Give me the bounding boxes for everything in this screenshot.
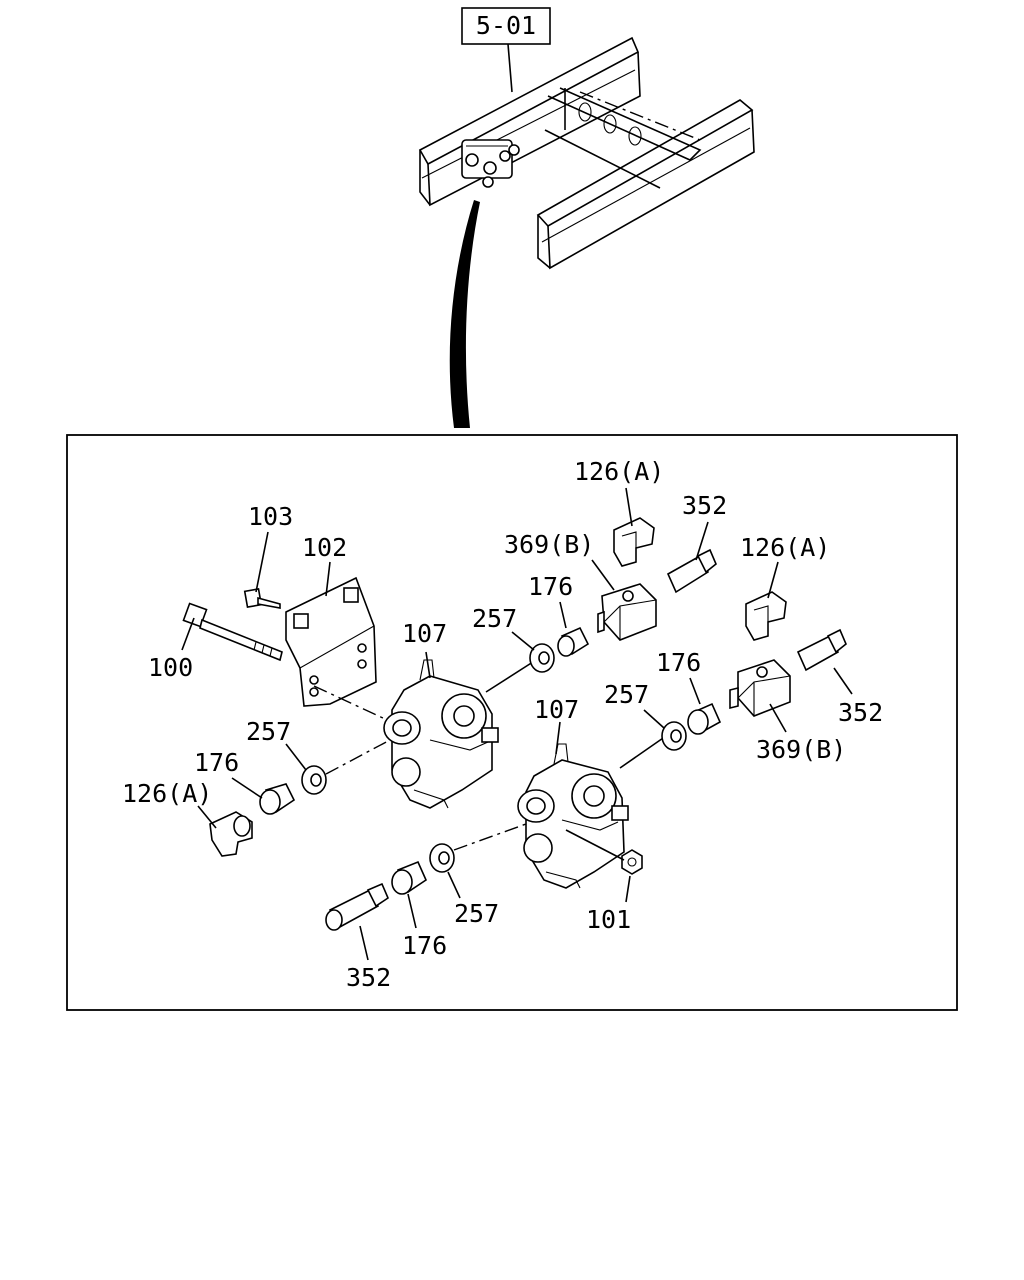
tee-block-369b-top	[597, 583, 657, 641]
washer-257-bottom	[429, 843, 455, 873]
callout-352-bottom: 352	[346, 963, 391, 992]
callout-352-top: 352	[682, 491, 727, 520]
connector-352-right	[796, 628, 847, 672]
fitting-176-bottom	[391, 860, 428, 895]
detail-frame	[66, 434, 958, 1011]
callout-102: 102	[302, 533, 347, 562]
elbow-126a-left	[209, 811, 253, 857]
elbow-126a-right	[745, 591, 787, 641]
callout-126a-left: 126(A)	[122, 779, 212, 808]
elbow-126a-top	[613, 517, 655, 567]
callout-107-upper: 107	[402, 619, 447, 648]
callout-126a-right: 126(A)	[740, 533, 830, 562]
zoom-connector	[449, 200, 480, 428]
fitting-176-left	[259, 783, 296, 815]
callout-107-lower: 107	[534, 695, 579, 724]
callout-257-top: 257	[472, 604, 517, 633]
callout-labels: 103 102 100 107 107 126(A) 352 126(A) 36…	[122, 457, 883, 992]
washer-257-right	[661, 721, 687, 751]
connector-352-bottom	[325, 882, 389, 931]
reference-tag-label: 5-01	[476, 11, 536, 40]
valve-assembly-location-icon	[461, 139, 520, 188]
fitting-176-top	[557, 626, 590, 657]
fitting-176-right	[687, 702, 722, 735]
chassis-frame-overview	[418, 36, 755, 270]
connector-352-top	[666, 548, 717, 594]
bolt-103	[243, 587, 281, 609]
leader-lines	[181, 487, 853, 961]
valve-107-upper	[383, 659, 499, 809]
callout-176-left: 176	[194, 748, 239, 777]
callout-369b-top: 369(B)	[504, 530, 594, 559]
callout-257-left: 257	[246, 717, 291, 746]
callout-126a-top: 126(A)	[574, 457, 664, 486]
valve-107-lower	[517, 743, 629, 889]
bracket-102	[285, 576, 377, 707]
callout-369b-right: 369(B)	[756, 735, 846, 764]
callout-176-top: 176	[528, 572, 573, 601]
callout-352-right: 352	[838, 698, 883, 727]
callout-101: 101	[586, 905, 631, 934]
reference-tag: 5-01	[461, 7, 551, 45]
washer-257-top	[529, 643, 555, 673]
callout-257-bottom: 257	[454, 899, 499, 928]
callout-257-right: 257	[604, 680, 649, 709]
nut-101	[621, 849, 643, 875]
callout-176-bottom: 176	[402, 931, 447, 960]
washer-257-left	[301, 765, 327, 795]
callout-176-right: 176	[656, 648, 701, 677]
callout-100: 100	[148, 653, 193, 682]
callout-103: 103	[248, 502, 293, 531]
tee-block-369b-right	[729, 659, 791, 717]
bolt-100	[182, 602, 283, 662]
